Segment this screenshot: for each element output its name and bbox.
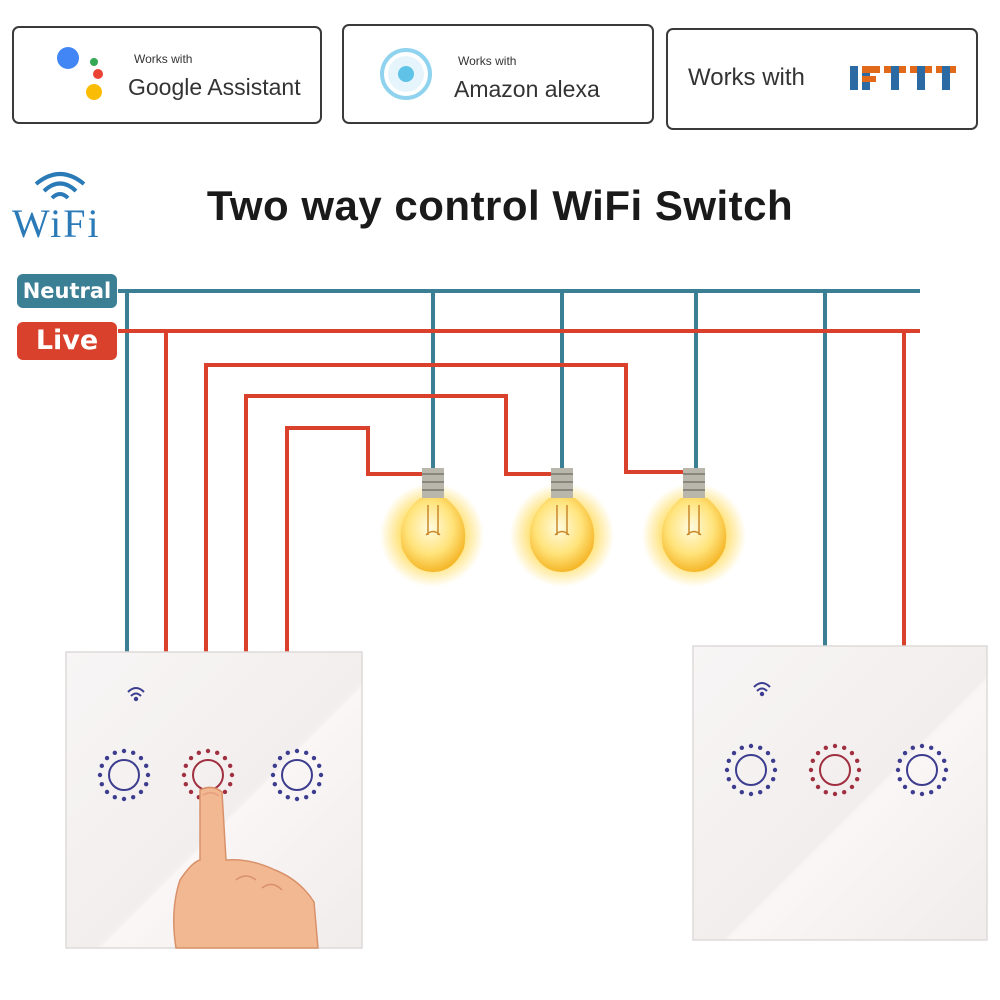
light-bulb-icon	[642, 468, 746, 587]
touch-button-icon[interactable]	[270, 748, 324, 802]
right-switch-panel	[692, 645, 988, 941]
google-assistant-label: Google Assistant	[128, 74, 301, 100]
finger-icon	[173, 786, 319, 949]
wifi-logo-text: WiFi	[12, 201, 101, 246]
ifttt-badge: Works with	[666, 28, 978, 130]
neutral-label: Neutral	[17, 274, 117, 308]
alexa-works-with: Works with	[458, 54, 517, 68]
light-bulb-icon	[510, 468, 614, 587]
amazon-alexa-badge: Works with Amazon alexa	[342, 24, 654, 124]
wifi-icon	[753, 682, 771, 697]
touch-button-icon[interactable]	[724, 743, 778, 797]
wifi-icon	[127, 687, 145, 702]
light-bulb-icon	[380, 468, 484, 587]
wifi-icon	[34, 172, 86, 200]
ifttt-works-with: Works with	[688, 64, 805, 91]
touch-button-icon[interactable]	[97, 748, 151, 802]
google-assistant-badge: Works with Google Assistant	[12, 26, 322, 124]
live-label: Live	[17, 322, 117, 360]
google-works-with: Works with	[134, 52, 193, 66]
amazon-alexa-label: Amazon alexa	[454, 76, 600, 102]
live-wires	[118, 329, 920, 652]
google-assistant-icon	[57, 47, 103, 100]
neutral-wires	[118, 289, 920, 652]
alexa-icon	[380, 48, 432, 100]
touch-button-icon[interactable]	[895, 743, 949, 797]
touch-button-icon[interactable]	[808, 743, 862, 797]
page-title: Two way control WiFi Switch	[206, 182, 794, 229]
ifttt-logo	[850, 66, 956, 90]
